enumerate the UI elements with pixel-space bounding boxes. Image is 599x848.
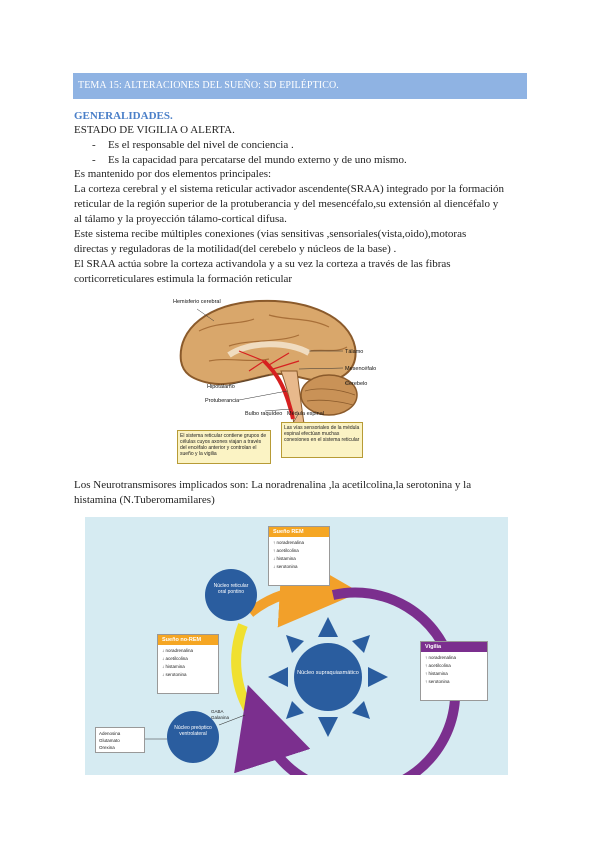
nucleus-bottom bbox=[167, 711, 219, 763]
paragraph-line: La corteza cerebral y el sistema reticul… bbox=[74, 183, 505, 195]
vigilia-item: ↑ serotonina bbox=[425, 679, 450, 684]
label-hemisferio: Hemisferio cerebral bbox=[173, 299, 221, 305]
nrem-item: ↓ histamina bbox=[162, 664, 185, 669]
callout-reticular: El sistema reticular contiene grupos de … bbox=[177, 430, 271, 464]
brain-figure: Hemisferio cerebral Tálamo Mesencéfalo C… bbox=[169, 291, 383, 466]
left-box-item: Glutamato bbox=[99, 738, 120, 743]
rem-item: ↑ noradrenalina bbox=[273, 540, 305, 545]
label-bulbo: Bulbo raquídeo bbox=[245, 411, 282, 417]
label-cerebelo: Cerebelo bbox=[345, 381, 367, 387]
bullet-marker: - bbox=[92, 139, 96, 151]
nucleus-top-label: Núcleo reticular oral pontino bbox=[213, 583, 249, 595]
neuro-line: histamina (N.Tuberomamilares) bbox=[74, 494, 215, 506]
rem-item: ↑ acetilcolina bbox=[273, 548, 299, 553]
galanina-label: Galanina bbox=[211, 715, 230, 720]
arrow-yellow bbox=[231, 623, 258, 720]
paragraph-line: El SRAA actúa sobre la corteza activando… bbox=[74, 258, 451, 270]
paragraph-line: al tálamo y la proyección tálamo-cortica… bbox=[74, 213, 287, 225]
rem-item: ↓ serotonina bbox=[273, 564, 298, 569]
callout-sensory: Las vías sensoriales de la médula espina… bbox=[281, 422, 363, 458]
subheading: ESTADO DE VIGILIA O ALERTA. bbox=[74, 124, 235, 136]
bullet-item: Es el responsable del nivel de concienci… bbox=[108, 139, 294, 151]
sun-rays bbox=[268, 617, 388, 737]
rem-title: Sueño REM bbox=[269, 527, 329, 537]
page-title: TEMA 15: ALTERACIONES DEL SUEÑO: SD EPIL… bbox=[78, 80, 339, 91]
vigilia-box: Vigilia ↑ noradrenalina ↑ acetilcolina ↑… bbox=[420, 641, 488, 701]
left-box: Adenosina Glutamato Orexina bbox=[95, 727, 145, 753]
paragraph-line: corticorreticulares estimula la formació… bbox=[74, 273, 293, 285]
nrem-item: ↓ noradrenalina bbox=[162, 648, 194, 653]
arrow-orange bbox=[246, 547, 360, 628]
label-hipotalamo: Hipotálamo bbox=[207, 384, 235, 390]
vigilia-title: Vigilia bbox=[421, 642, 487, 652]
cerebellum-shape bbox=[300, 374, 358, 416]
left-box-item: Orexina bbox=[99, 745, 115, 750]
gaba-label: GABA bbox=[211, 709, 224, 714]
nrem-box: Sueño no-REM ↓ noradrenalina ↓ acetilcol… bbox=[157, 634, 219, 694]
reticular-system-shape bbox=[262, 359, 295, 420]
rem-item: ↓ histamina bbox=[273, 556, 296, 561]
brain-illustration: Hemisferio cerebral Tálamo Mesencéfalo C… bbox=[173, 299, 376, 432]
center-label: Núcleo supraquiasmático bbox=[297, 670, 359, 676]
label-talamo: Tálamo bbox=[345, 349, 363, 355]
title-banner: TEMA 15: ALTERACIONES DEL SUEÑO: SD EPIL… bbox=[73, 73, 527, 99]
sleep-cycle-figure: Núcleo supraquiasmático Núcleo reticular… bbox=[85, 517, 508, 798]
nrem-item: ↓ acetilcolina bbox=[162, 656, 188, 661]
nrem-title: Sueño no-REM bbox=[158, 635, 218, 645]
bullet-item: Es la capacidad para percatarse del mund… bbox=[108, 154, 407, 166]
nucleus-supraquiasmatico bbox=[294, 643, 362, 711]
paragraph-line: directas y reguladoras de la motilidad(d… bbox=[74, 243, 397, 255]
left-box-item: Adenosina bbox=[99, 731, 121, 736]
vigilia-item: ↑ acetilcolina bbox=[425, 663, 451, 668]
nrem-item: ↓ serotonina bbox=[162, 672, 187, 677]
neuro-line: Los Neurotransmisores implicados son: La… bbox=[74, 479, 472, 491]
label-protuberancia: Protuberancia bbox=[205, 398, 240, 404]
vigilia-item: ↑ noradrenalina bbox=[425, 655, 457, 660]
paragraph-line: reticular de la región superior de la pr… bbox=[74, 198, 499, 210]
bullet-marker: - bbox=[92, 154, 96, 166]
vigilia-item: ↑ histamina bbox=[425, 671, 448, 676]
section-heading: GENERALIDADES. bbox=[74, 110, 173, 122]
nucleus-bottom-label: Núcleo preóptico ventrolateral bbox=[174, 725, 212, 737]
corpus-callosum-shape bbox=[227, 341, 311, 358]
label-mesencefalo: Mesencéfalo bbox=[345, 366, 376, 372]
paragraph-line: Este sistema recibe múltiples conexiones… bbox=[74, 228, 467, 240]
rem-box: Sueño REM ↑ noradrenalina ↑ acetilcolina… bbox=[268, 526, 330, 586]
paragraph-line: Es mantenido por dos elementos principal… bbox=[74, 168, 272, 180]
label-medula: Médula espinal bbox=[287, 411, 324, 417]
nucleus-top bbox=[205, 569, 257, 621]
